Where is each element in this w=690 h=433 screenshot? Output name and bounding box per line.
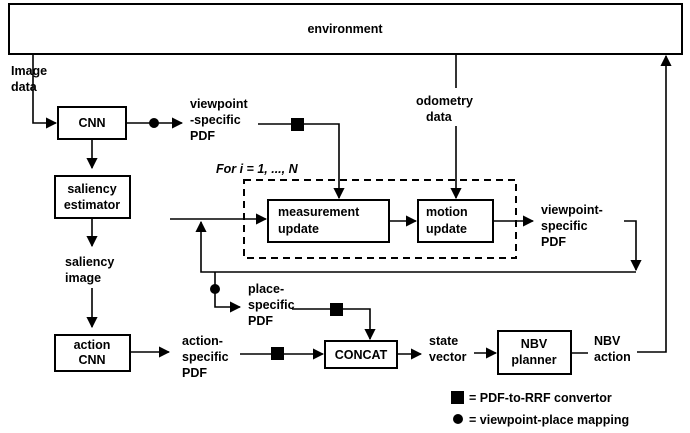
arrow-place-pdf-to-concat: [292, 308, 376, 341]
concat-label: CONCAT: [335, 348, 388, 362]
nbv-action-line2: action: [594, 350, 631, 364]
odometry-data-line1: odometry: [416, 94, 473, 108]
action-pdf-line3: PDF: [182, 366, 207, 380]
environment-box: [8, 3, 683, 55]
pdf-to-rrf-square-action: [271, 347, 284, 360]
place-pdf-line1: place-: [248, 282, 284, 296]
saliency-estimator-line2: estimator: [64, 198, 120, 212]
measurement-update-line2: update: [278, 222, 319, 236]
viewpoint-pdf-top-line1: viewpoint: [190, 97, 248, 111]
legend-square-text: = PDF-to-RRF convertor: [469, 391, 612, 405]
viewpoint-pdf-right-line1: viewpoint-: [541, 203, 603, 217]
state-vector-line1: state: [429, 334, 458, 348]
place-pdf-line3: PDF: [248, 314, 273, 328]
pdf-to-rrf-square-top: [291, 118, 304, 131]
arrow-action-to-environment: [637, 54, 672, 353]
action-cnn-line1: action: [74, 338, 111, 352]
viewpoint-place-mapping-dot-bottom: [210, 284, 220, 294]
viewpoint-pdf-top-line3: PDF: [190, 129, 215, 143]
saliency-image-line2: image: [65, 271, 101, 285]
pdf-to-rrf-square-place: [330, 303, 343, 316]
legend-square-icon: [451, 391, 464, 404]
action-cnn-box: [54, 334, 131, 372]
cnn-label: CNN: [78, 116, 105, 130]
arrow-to-place-pdf: [214, 272, 242, 313]
viewpoint-pdf-top-line2: -specific: [190, 113, 241, 127]
viewpoint-place-mapping-dot-top: [149, 118, 159, 128]
saliency-estimator-line1: saliency: [67, 182, 116, 196]
legend-circle-icon: [453, 414, 463, 424]
action-pdf-line1: action-: [182, 334, 223, 348]
image-data-line1: Image: [11, 64, 47, 78]
motion-update-line2: update: [426, 222, 467, 236]
arrow-viewpoint-pdf-to-measurement: [258, 123, 345, 200]
arrow-feedback-loop: [195, 220, 636, 273]
nbv-planner-line1: NBV: [521, 337, 548, 351]
nbv-action-line1: NBV: [594, 334, 621, 348]
arrow-env-to-cnn: [32, 54, 58, 129]
action-cnn-line2: CNN: [78, 353, 105, 367]
saliency-image-line1: saliency: [65, 255, 114, 269]
state-vector-line2: vector: [429, 350, 467, 364]
measurement-update-line1: measurement: [278, 205, 360, 219]
viewpoint-pdf-right-line3: PDF: [541, 235, 566, 249]
motion-update-line1: motion: [426, 205, 468, 219]
loop-label: For i = 1, ..., N: [216, 162, 299, 176]
environment-label: environment: [307, 22, 383, 36]
viewpoint-pdf-right-line2: specific: [541, 219, 588, 233]
action-pdf-line2: specific: [182, 350, 229, 364]
image-data-line2: data: [11, 80, 38, 94]
arrow-viewpoint-pdf-down: [624, 220, 642, 272]
place-pdf-line2: specific: [248, 298, 295, 312]
legend-circle-text: = viewpoint-place mapping: [469, 413, 629, 427]
odometry-data-line2: data: [426, 110, 453, 124]
nbv-planner-line2: planner: [511, 353, 556, 367]
